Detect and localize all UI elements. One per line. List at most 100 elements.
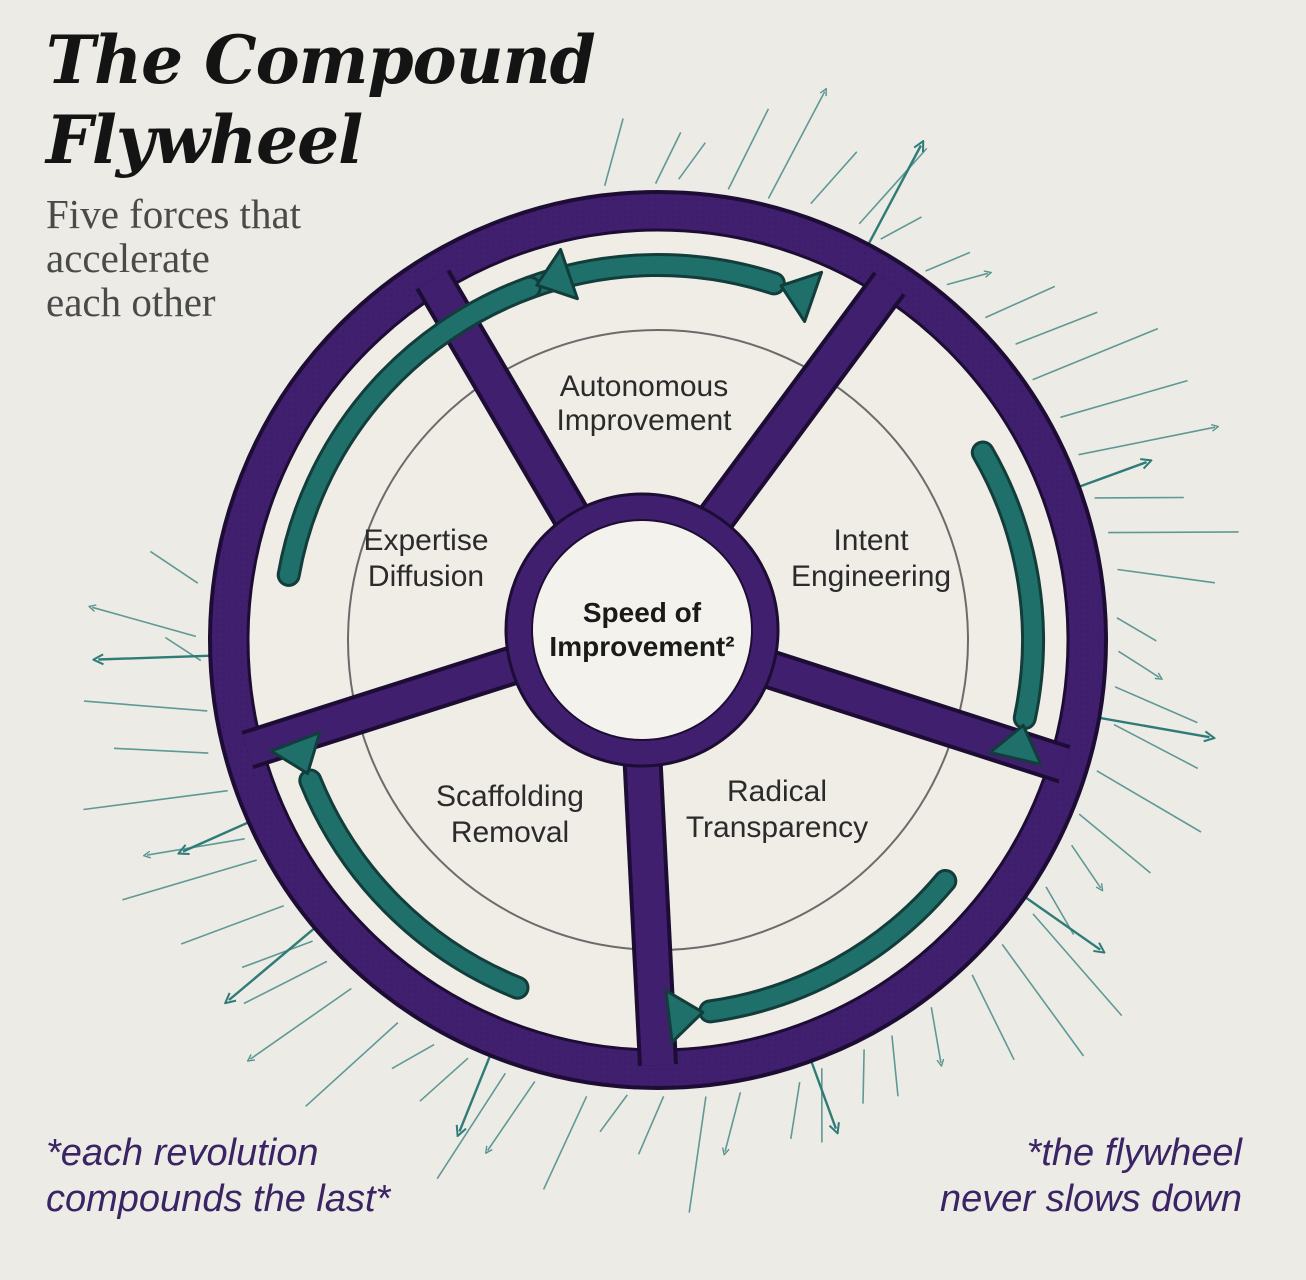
burst-line: [984, 285, 1056, 319]
note-right-line-1: *the flywheel: [1026, 1132, 1242, 1174]
burst-line: [810, 151, 858, 205]
burst-line: [1114, 686, 1198, 724]
burst-line: [149, 550, 199, 584]
burst-line: [1116, 617, 1157, 642]
page-subtitle: Five forces that accelerate each other: [46, 192, 301, 324]
burst-line: [971, 974, 1015, 1061]
burst-line: [1060, 379, 1188, 419]
outward-arrow: [1071, 462, 1147, 491]
outward-arrow: [229, 921, 322, 1000]
spoke: [242, 645, 531, 766]
note-right-line-2: never slows down: [939, 1178, 1242, 1220]
burst-line: [767, 92, 824, 199]
burst-line: [1015, 311, 1098, 345]
force-label-scaffolding-line-2: Removal: [451, 816, 569, 849]
burst-line: [92, 607, 197, 638]
burst-line: [1032, 327, 1159, 381]
force-label-autonomous-line-2: Improvement: [556, 404, 732, 437]
burst-line: [542, 1095, 588, 1190]
burst-line: [1118, 650, 1160, 677]
burst-line: [436, 1072, 506, 1180]
burst-line: [122, 859, 257, 901]
burst-line: [891, 1035, 899, 1097]
burst-line: [1032, 913, 1123, 1017]
hub-label-line-1: Speed of: [583, 597, 702, 628]
rotation-arrows: [269, 248, 1046, 1044]
note-bottom-right: *the flywheel never slows down: [940, 1130, 1242, 1222]
rim-arrowhead: [535, 248, 579, 301]
rim-arrowhead: [664, 989, 705, 1044]
spoke: [694, 274, 903, 539]
burst-line: [1113, 723, 1199, 770]
force-label-expertise-line-2: Diffusion: [368, 560, 484, 593]
title-line-1: The Compound: [46, 21, 596, 99]
burst-line: [946, 273, 988, 286]
force-label-transparency-line-1: Radical: [727, 775, 827, 808]
title-line-2: Flywheel: [46, 101, 363, 179]
burst-line: [603, 118, 624, 187]
burst-line: [250, 987, 352, 1060]
force-label-scaffolding-line-1: Scaffolding: [436, 780, 584, 813]
burst-line: [241, 940, 313, 969]
force-label-intent-line-2: Engineering: [791, 560, 951, 593]
burst-line: [1078, 427, 1216, 456]
hub-core: [531, 519, 753, 741]
force-label-autonomous-line-1: Autonomous: [560, 370, 728, 403]
outward-arrow: [1017, 891, 1100, 949]
burst-line: [654, 132, 682, 184]
note-left-line-2: compounds the last*: [46, 1178, 391, 1220]
burst-line: [1096, 770, 1202, 833]
motion-burst-lines: [83, 92, 1239, 1213]
burst-line: [727, 108, 770, 190]
burst-line: [391, 1043, 435, 1070]
outward-arrow: [183, 817, 257, 852]
rim-arrow-body: [301, 771, 527, 997]
force-label-expertise-line-1: Expertise: [363, 524, 488, 557]
burst-line: [862, 1049, 865, 1104]
burst-line: [790, 1081, 801, 1140]
burst-line: [678, 142, 706, 180]
burst-line: [83, 789, 228, 811]
outward-arrow: [98, 655, 219, 659]
burst-line: [930, 1007, 941, 1063]
burst-line: [1070, 844, 1101, 888]
rim-arrow-body: [973, 443, 1043, 727]
burst-line: [925, 251, 971, 272]
outward-arrow: [863, 146, 921, 253]
subtitle-line-3: each other: [46, 279, 216, 325]
burst-line: [688, 1096, 707, 1213]
burst-line: [1117, 568, 1216, 584]
subtitle-line-2: accelerate: [46, 235, 210, 281]
force-label-intent-line-1: Intent: [833, 524, 909, 557]
outward-arrow: [1091, 715, 1209, 737]
burst-line: [1001, 943, 1085, 1057]
note-bottom-left: *each revolution compounds the last*: [46, 1130, 390, 1222]
outward-arrow: [460, 1047, 495, 1131]
note-left-line-1: *each revolution: [46, 1132, 319, 1174]
burst-line: [419, 1057, 469, 1102]
burst-line: [637, 1095, 665, 1155]
burst-line: [1078, 813, 1152, 874]
force-label-transparency-line-2: Transparency: [686, 811, 868, 844]
rim-arrowhead: [779, 270, 824, 323]
rim-arrowhead: [988, 723, 1043, 766]
hub-label-line-2: Improvement²: [549, 631, 734, 662]
spoke: [626, 749, 674, 1066]
burst-line: [599, 1094, 628, 1133]
rim-arrowhead: [269, 731, 322, 775]
page-title: The Compound Flywheel: [46, 20, 596, 180]
burst-line: [113, 747, 209, 754]
burst-line: [858, 147, 928, 225]
burst-line: [880, 216, 922, 240]
rim-arrow-body: [701, 872, 955, 1021]
rim-arrow-body: [279, 278, 539, 584]
burst-line: [83, 700, 208, 712]
burst-line: [1108, 531, 1239, 534]
outward-arrow: [807, 1053, 836, 1129]
burst-line: [305, 1022, 399, 1107]
burst-line: [725, 1092, 742, 1151]
subtitle-line-1: Five forces that: [46, 191, 302, 237]
burst-line: [180, 904, 285, 945]
burst-line: [488, 1080, 536, 1150]
